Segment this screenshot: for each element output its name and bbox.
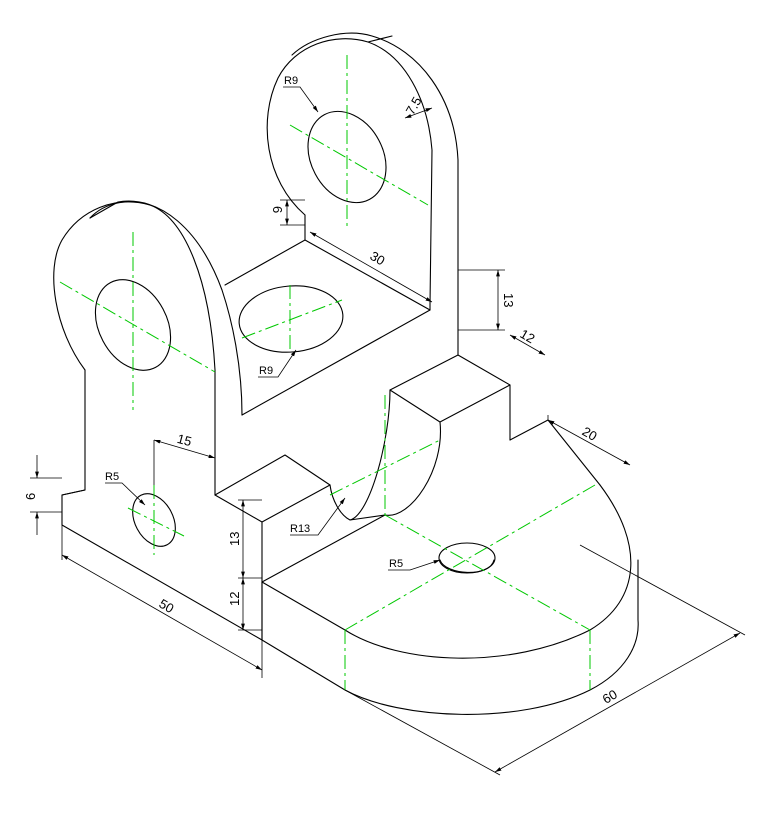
svg-text:12: 12 xyxy=(517,326,537,346)
svg-text:15: 15 xyxy=(175,431,193,449)
center-lines xyxy=(59,55,596,690)
rear-lug xyxy=(266,32,459,356)
svg-text:50: 50 xyxy=(156,596,176,616)
svg-text:13: 13 xyxy=(227,532,242,546)
dim-lug-slot: 6 xyxy=(270,199,305,226)
dim-top-lug-radius: R9 xyxy=(283,75,319,113)
base-plate xyxy=(261,419,639,715)
dim-arch-radius: R13 xyxy=(290,497,346,536)
right-block xyxy=(329,354,511,521)
dim-side-hole-radius: R5 xyxy=(105,471,146,506)
dim-lug-thickness: 7.5 xyxy=(403,94,433,119)
svg-text:6: 6 xyxy=(23,493,38,500)
svg-text:30: 30 xyxy=(367,248,387,268)
svg-text:13: 13 xyxy=(501,293,516,307)
svg-text:R5: R5 xyxy=(105,471,119,483)
dim-lug-spacing: 30 xyxy=(309,231,433,303)
side-plate xyxy=(61,489,263,641)
dim-side-length: 50 xyxy=(61,525,263,678)
svg-text:R13: R13 xyxy=(290,523,310,535)
svg-text:R9: R9 xyxy=(259,365,273,377)
dim-side-slot: 6 xyxy=(23,455,62,535)
middle-plate xyxy=(224,239,431,416)
front-lug xyxy=(53,200,243,496)
left-block xyxy=(214,454,331,641)
dim-step-height: 13 xyxy=(458,269,516,331)
svg-text:7.5: 7.5 xyxy=(403,94,425,117)
dim-step-depth: 12 xyxy=(509,326,546,356)
dim-middle-hole-radius: R9 xyxy=(258,349,297,378)
svg-text:6: 6 xyxy=(270,206,285,213)
svg-text:60: 60 xyxy=(600,686,620,706)
svg-text:12: 12 xyxy=(227,592,242,606)
svg-text:R5: R5 xyxy=(389,558,403,570)
part-outline xyxy=(53,32,639,715)
dim-base-width: 60 xyxy=(344,544,746,776)
svg-text:20: 20 xyxy=(580,424,600,444)
dim-side-hole-offset: 15 xyxy=(153,431,216,485)
dim-base-hole-offset: 20 xyxy=(547,415,631,466)
svg-text:R9: R9 xyxy=(284,75,298,87)
dim-base-hole-radius: R5 xyxy=(388,558,441,571)
